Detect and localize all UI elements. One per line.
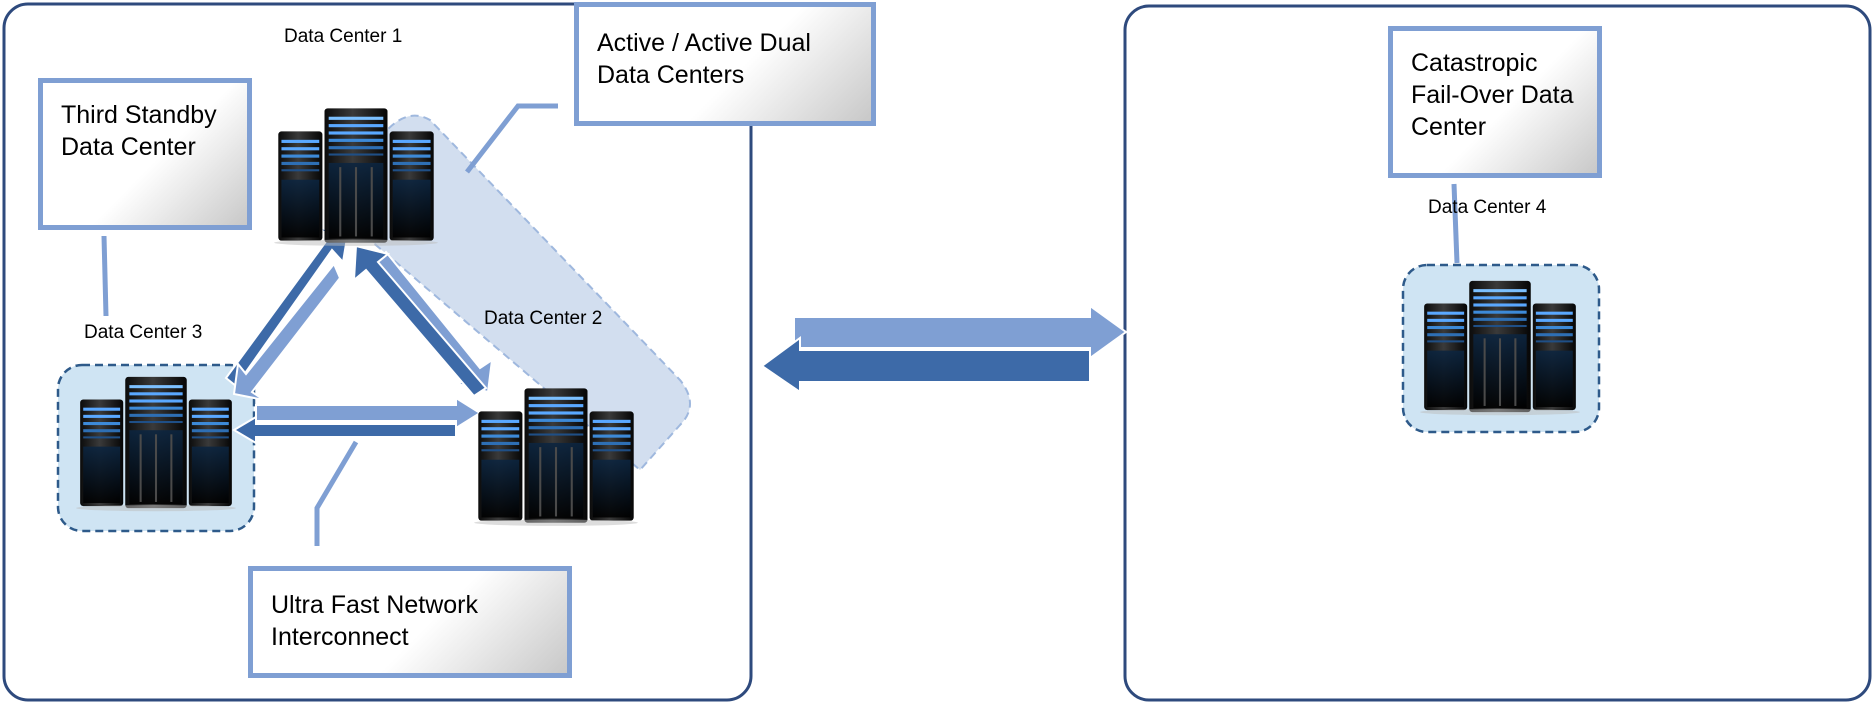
third-standby-callout: Third Standby Data Center [38, 78, 252, 230]
network-connector [314, 440, 359, 546]
catastrophic-callout: Catastropic Fail-Over Data Center [1388, 26, 1602, 178]
arrow-dc2-to-dc1 [352, 244, 488, 398]
third-standby-connector [101, 235, 109, 317]
dc2-label: Data Center 2 [484, 308, 603, 329]
arrow-from-failover-site [760, 336, 1091, 394]
dc3-label: Data Center 3 [84, 322, 203, 343]
active-active-connector [465, 103, 558, 174]
arrow-to-failover-site [793, 304, 1128, 360]
arrow-dc1-to-dc3 [232, 262, 342, 401]
dc1-label: Data Center 1 [284, 26, 403, 47]
catastrophic-connector [1451, 183, 1460, 264]
network-callout: Ultra Fast Network Interconnect [248, 566, 572, 678]
dc4-label: Data Center 4 [1428, 197, 1547, 218]
arrow-dc2-to-dc3 [232, 415, 457, 445]
arrow-dc3-to-dc2 [255, 396, 482, 430]
active-active-callout: Active / Active Dual Data Centers [574, 2, 876, 126]
